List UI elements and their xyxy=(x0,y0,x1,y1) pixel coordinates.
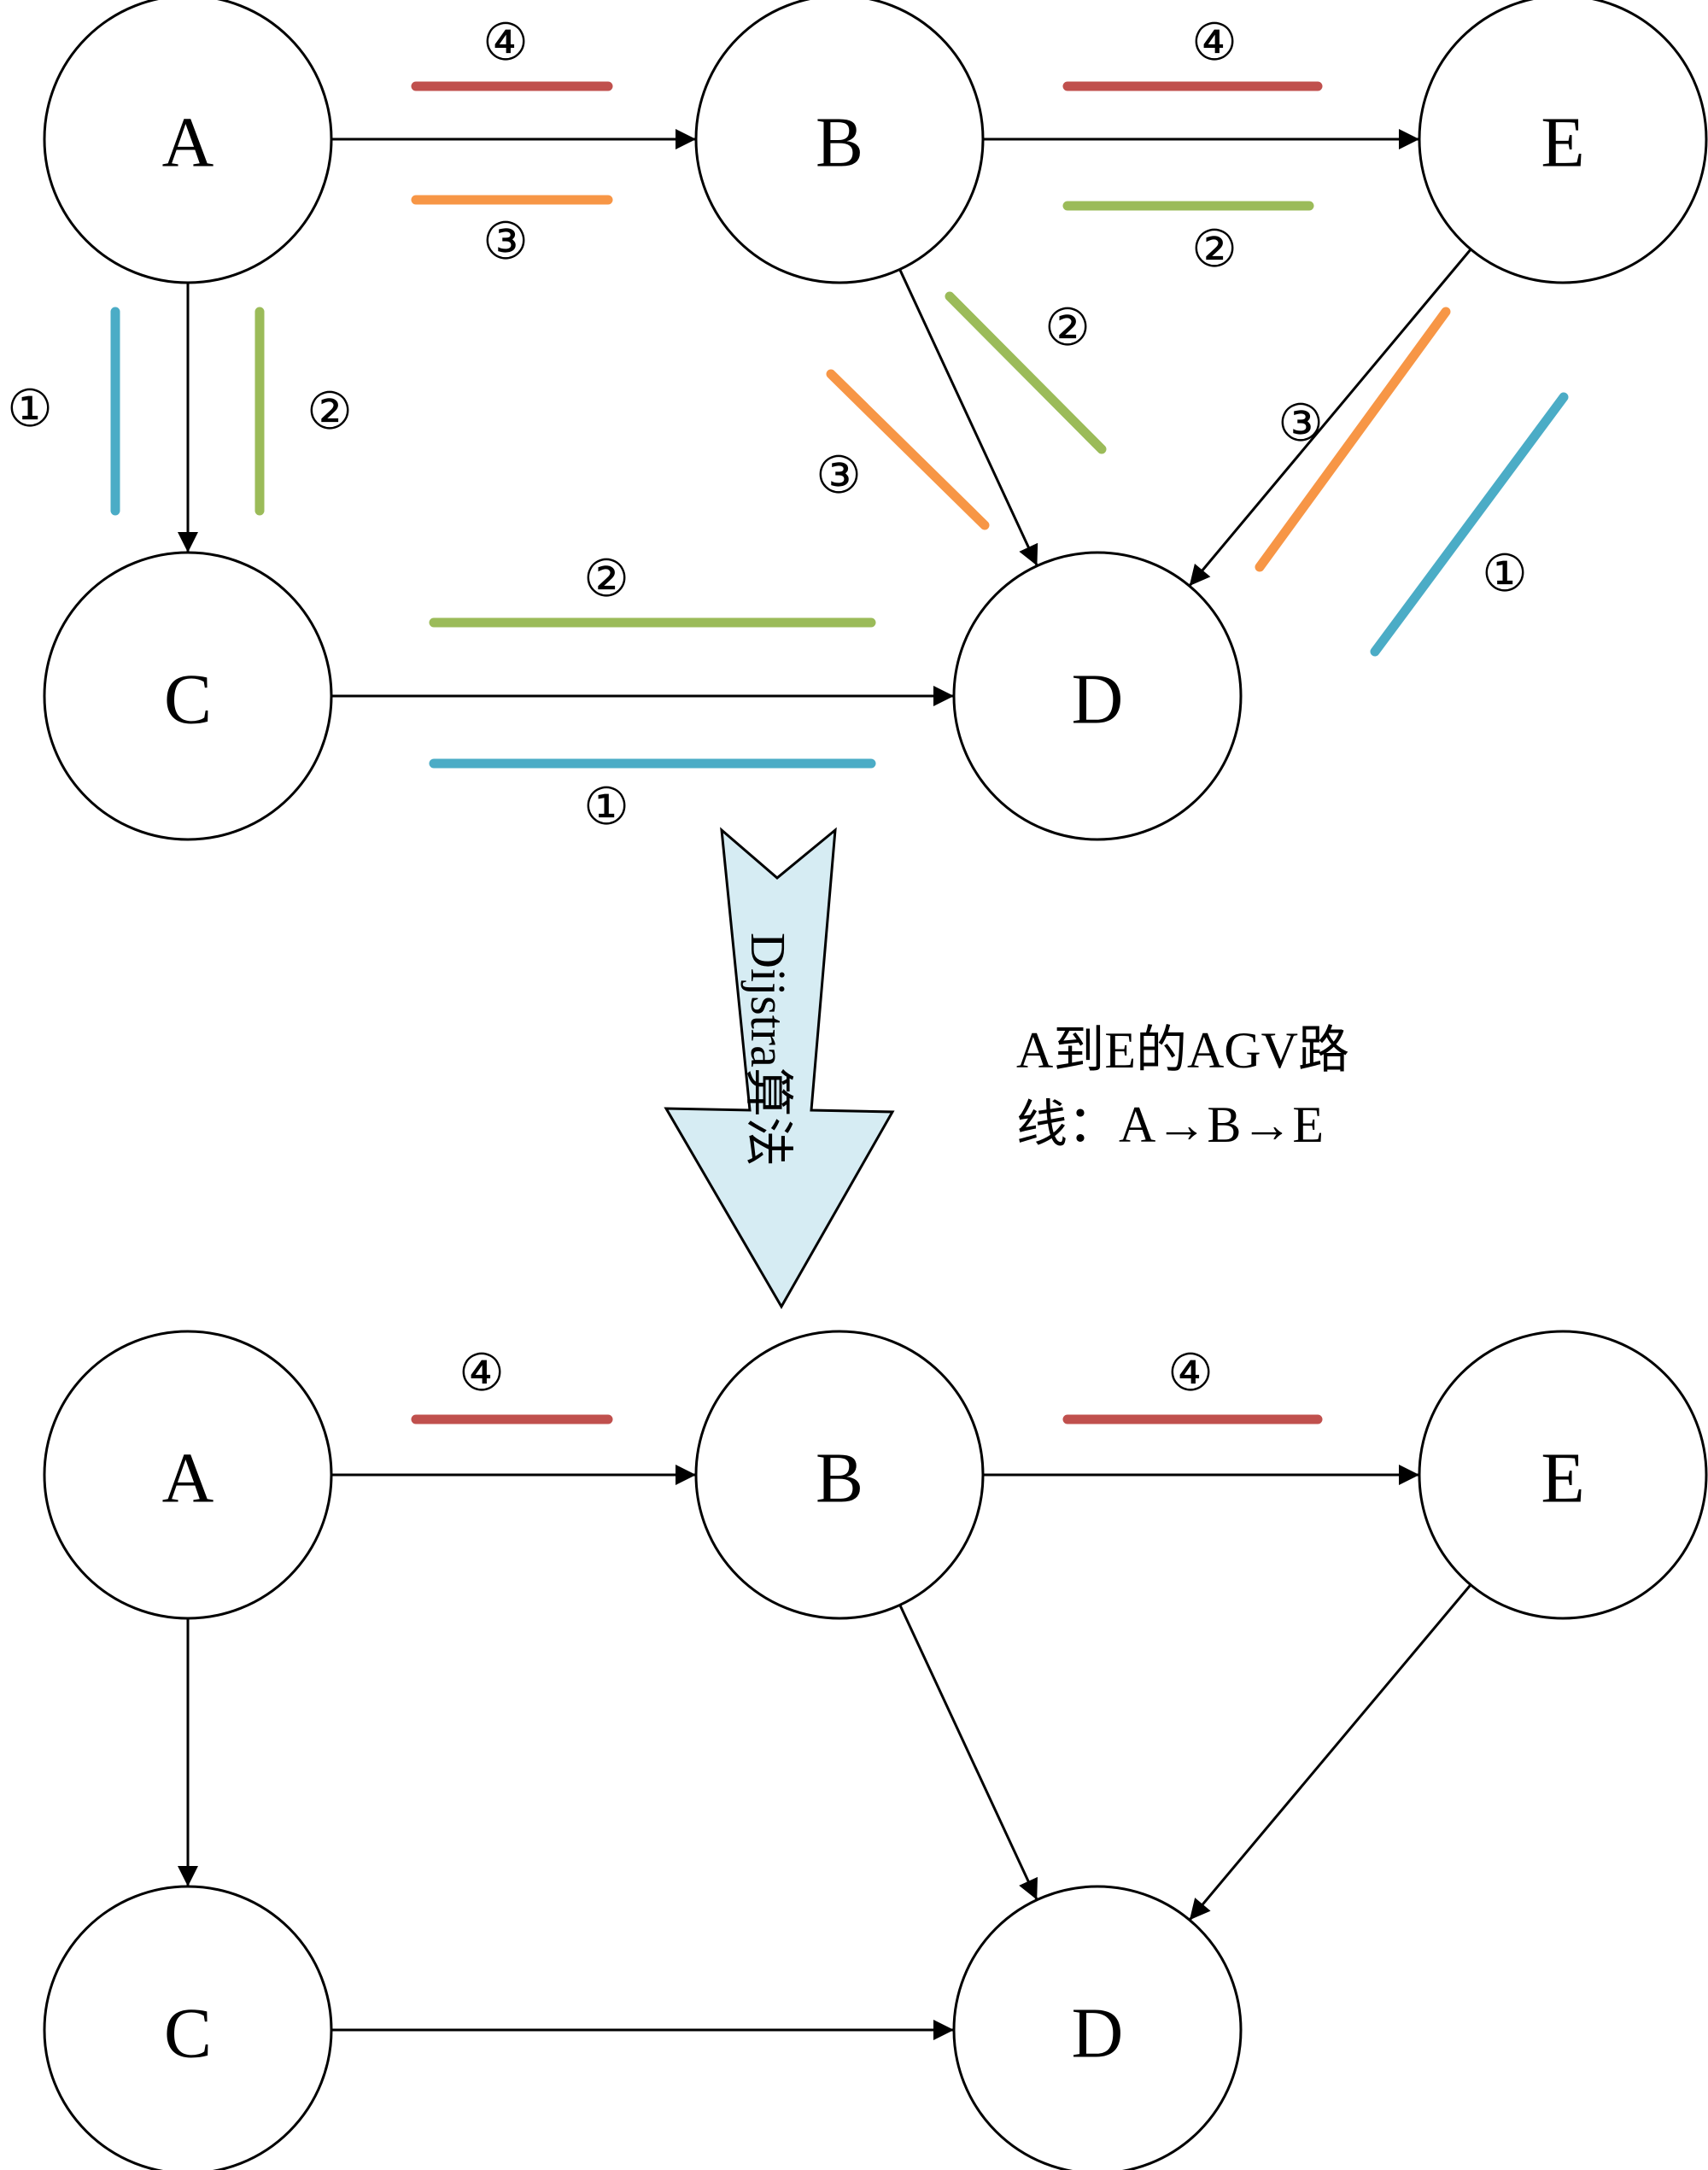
top-node-b-label: B xyxy=(816,103,863,183)
top-node-c[interactable]: C xyxy=(43,551,333,841)
result-note: A到E的AGV路 线：A→B→E xyxy=(1016,1022,1349,1153)
top-graph: ④ ③ ④ ② ① ② ② ③ ③ ① ② ① A B E C D xyxy=(7,0,1708,841)
top-route-a-c-1-label: ① xyxy=(7,379,53,439)
top-node-e-label: E xyxy=(1541,103,1584,183)
top-node-d-circle xyxy=(952,551,1243,841)
top-node-d[interactable]: D xyxy=(952,551,1243,841)
top-node-b[interactable]: B xyxy=(694,0,985,284)
bottom-route-a-b-4-label: ④ xyxy=(459,1343,505,1403)
top-node-c-label: C xyxy=(164,660,212,740)
top-route-c-d-2-label: ② xyxy=(583,549,629,609)
bottom-node-e-label: E xyxy=(1541,1439,1584,1518)
bottom-node-d-label: D xyxy=(1072,1994,1124,2073)
bottom-route-b-e-4-label: ④ xyxy=(1167,1343,1214,1403)
top-node-e[interactable]: E xyxy=(1418,0,1708,284)
bottom-node-e-circle xyxy=(1418,1330,1708,1620)
bottom-graph: ④ ④ A B E C D xyxy=(43,1330,1708,2170)
top-route-b-d-3-label: ③ xyxy=(816,446,862,506)
result-note-line1: A到E的AGV路 xyxy=(1016,1022,1349,1079)
bottom-edge-e-d xyxy=(1188,1562,1492,1921)
top-edge-e-d xyxy=(1188,226,1492,588)
bottom-edge-b-d xyxy=(881,1582,1038,1901)
top-edge-b-d xyxy=(881,246,1038,567)
top-route-a-c-2-label: ② xyxy=(307,382,353,442)
bottom-node-c[interactable]: C xyxy=(43,1885,333,2170)
bottom-node-a-label: A xyxy=(162,1439,214,1518)
top-node-a[interactable]: A xyxy=(43,0,333,284)
bottom-node-e[interactable]: E xyxy=(1418,1330,1708,1620)
top-route-a-b-3-label: ③ xyxy=(483,212,529,272)
top-node-a-circle xyxy=(43,0,333,284)
top-route-c-d-1-label: ① xyxy=(583,777,629,837)
bottom-node-a-circle xyxy=(43,1330,333,1620)
top-route-a-b-4-label: ④ xyxy=(483,13,529,73)
top-route-e-d-1-label: ① xyxy=(1482,544,1528,604)
top-route-b-d-3-bar xyxy=(826,369,990,530)
top-node-e-circle xyxy=(1418,0,1708,284)
bottom-node-b-circle xyxy=(694,1330,985,1620)
dijkstra-arrow: Dijstra算法 xyxy=(664,827,895,1310)
bottom-node-b-label: B xyxy=(816,1439,863,1518)
top-node-d-label: D xyxy=(1072,660,1124,740)
bottom-node-d[interactable]: D xyxy=(952,1885,1243,2170)
top-route-b-e-4-label: ④ xyxy=(1191,13,1237,73)
down-arrow-icon xyxy=(664,827,895,1310)
result-note-line2: 线：A→B→E xyxy=(1016,1097,1324,1153)
bottom-node-b[interactable]: B xyxy=(694,1330,985,1620)
top-node-b-circle xyxy=(694,0,985,284)
top-route-b-e-2-label: ② xyxy=(1191,219,1237,279)
bottom-node-c-circle xyxy=(43,1885,333,2170)
top-route-b-d-2-bar xyxy=(945,291,1107,454)
top-node-a-label: A xyxy=(162,103,214,183)
top-route-e-d-1-bar xyxy=(1370,392,1569,657)
bottom-node-d-circle xyxy=(952,1885,1243,2170)
top-node-c-circle xyxy=(43,551,333,841)
bottom-node-c-label: C xyxy=(164,1994,212,2073)
top-route-b-d-2-label: ② xyxy=(1044,298,1091,358)
algorithm-label: Dijstra算法 xyxy=(740,933,796,1167)
top-route-e-d-3-label: ③ xyxy=(1278,394,1324,453)
top-route-e-d-3-bar xyxy=(1255,307,1451,572)
bottom-node-a[interactable]: A xyxy=(43,1330,333,1620)
